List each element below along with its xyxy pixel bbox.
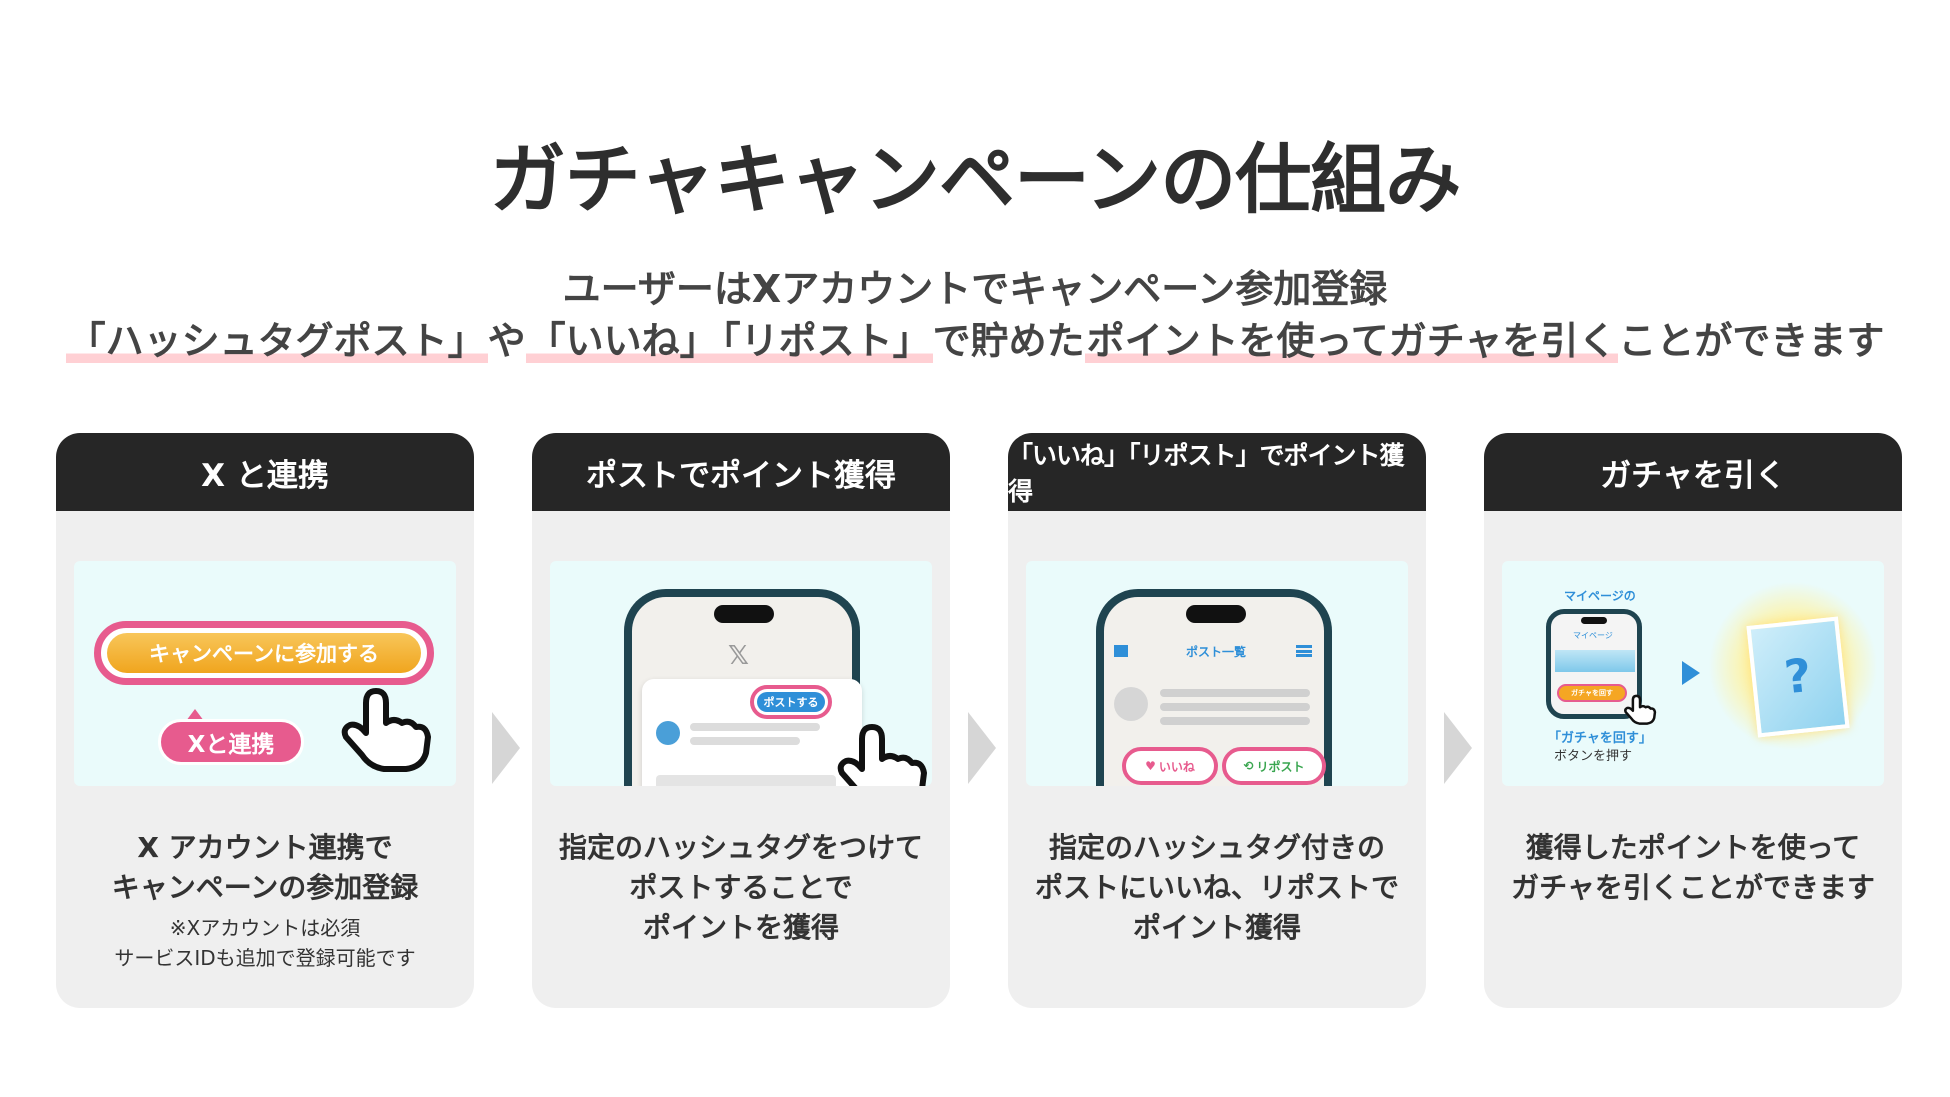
step-card-post: ポストでポイント獲得 𝕏 ポストする 指定のハッシュタグをつけて ポストすること…: [532, 433, 950, 1008]
desc-line: キャンペーンの参加登録: [56, 868, 474, 908]
step-header: ガチャを引く: [1484, 433, 1902, 511]
like-label: いいね: [1159, 758, 1195, 775]
question-mark-icon: ?: [1753, 645, 1842, 707]
step-description: 指定のハッシュタグ付きの ポストにいいね、リポストで ポイント獲得: [1008, 828, 1426, 948]
step-card-gacha: ガチャを引く マイページの マイページ ガチャを回す 「ガチャを回す」 ボタンを…: [1484, 433, 1902, 1008]
campaign-join-label: キャンペーンに参加する: [107, 633, 421, 673]
menu-icon: [1296, 645, 1312, 657]
next-arrow-icon: [492, 712, 520, 784]
post-button-label: ポストする: [757, 692, 825, 712]
gacha-button: ガチャを回す: [1557, 684, 1627, 702]
pointing-hand-icon: [1622, 693, 1658, 725]
heart-icon: ♥: [1145, 759, 1156, 773]
pointing-hand-icon: [832, 719, 932, 786]
screen-title: ポスト一覧: [1186, 643, 1246, 660]
home-icon: [1114, 645, 1128, 657]
x-connect-tag: Xと連携: [158, 719, 304, 765]
subtitle-line2: 「ハッシュタグポスト」や「いいね」「リポスト」で貯めたポイントを使ってガチャを引…: [0, 310, 1950, 365]
step-header: ポストでポイント獲得: [532, 433, 950, 511]
desc-line: 獲得したポイントを使って: [1484, 828, 1902, 868]
phone-notch: [1186, 605, 1246, 623]
step-illustration: キャンペーンに参加する Xと連携: [74, 561, 456, 786]
desc-line: 指定のハッシュタグ付きの: [1008, 828, 1426, 868]
subtitle-connector-2: で貯めた: [933, 319, 1085, 363]
caption-gacha-button: 「ガチャを回す」: [1548, 727, 1652, 746]
desc-line: 指定のハッシュタグをつけて: [532, 828, 950, 868]
step-description: 指定のハッシュタグをつけて ポストすることで ポイントを獲得: [532, 828, 950, 948]
mypage-title: マイページ: [1573, 630, 1613, 641]
highlight-points-gacha: ポイントを使ってガチャを引く: [1085, 319, 1619, 363]
mystery-card: ?: [1746, 616, 1849, 737]
step-illustration: ポスト一覧 ♥いいね ⟲ リポスト: [1026, 561, 1408, 786]
mypage-label: マイページの: [1564, 587, 1636, 604]
step-illustration: 𝕏 ポストする: [550, 561, 932, 786]
next-arrow-icon: [968, 712, 996, 784]
play-arrow-icon: [1682, 661, 1700, 685]
note-line: サービスIDも追加で登録可能です: [56, 943, 474, 973]
desc-line: ポストすることで: [532, 868, 950, 908]
highlight-like: 「いいね」: [526, 319, 720, 363]
step-description: X アカウント連携で キャンペーンの参加登録: [56, 828, 474, 908]
step-note: ※Xアカウントは必須 サービスIDも追加で登録可能です: [56, 913, 474, 973]
phone-notch: [714, 605, 774, 623]
next-arrow-icon: [1444, 712, 1472, 784]
subtitle-tail: ことができます: [1618, 319, 1884, 363]
subtitle-line1: ユーザーはXアカウントでキャンペーン参加登録: [0, 258, 1950, 313]
post-avatar: [1114, 687, 1148, 721]
desc-line: ポイントを獲得: [532, 908, 950, 948]
x-logo-icon: 𝕏: [728, 641, 749, 671]
desc-line: ガチャを引くことができます: [1484, 868, 1902, 908]
step-card-like-repost: 「いいね」「リポスト」でポイント獲得 ポスト一覧 ♥いいね ⟲ リポスト 指定のハ…: [1008, 433, 1426, 1008]
campaign-join-button: キャンペーンに参加する: [94, 621, 434, 685]
repost-label: リポスト: [1257, 758, 1305, 775]
like-button: ♥いいね: [1122, 747, 1218, 785]
page-title: ガチャキャンペーンの仕組み: [0, 118, 1950, 228]
caption-press: ボタンを押す: [1554, 745, 1632, 764]
repost-button: ⟲ リポスト: [1222, 747, 1326, 785]
desc-line: ポイント獲得: [1008, 908, 1426, 948]
step-card-x-connect: X と連携 キャンペーンに参加する Xと連携 X アカウント連携で キャンペーン…: [56, 433, 474, 1008]
step-description: 獲得したポイントを使って ガチャを引くことができます: [1484, 828, 1902, 908]
pointing-hand-icon: [336, 683, 436, 773]
repost-icon: ⟲: [1243, 759, 1253, 773]
desc-line: ポストにいいね、リポストで: [1008, 868, 1426, 908]
step-header: 「いいね」「リポスト」でポイント獲得: [1008, 433, 1426, 511]
post-button: ポストする: [750, 685, 832, 719]
note-line: ※Xアカウントは必須: [56, 913, 474, 943]
highlight-repost: 「リポスト」: [720, 319, 933, 363]
desc-line: X アカウント連携で: [56, 828, 474, 868]
subtitle-connector: や: [488, 319, 526, 363]
step-header: X と連携: [56, 433, 474, 511]
highlight-hashtag-post: 「ハッシュタグポスト」: [66, 319, 488, 363]
user-avatar-icon: [656, 721, 680, 745]
step-illustration: マイページの マイページ ガチャを回す 「ガチャを回す」 ボタンを押す ?: [1502, 561, 1884, 786]
